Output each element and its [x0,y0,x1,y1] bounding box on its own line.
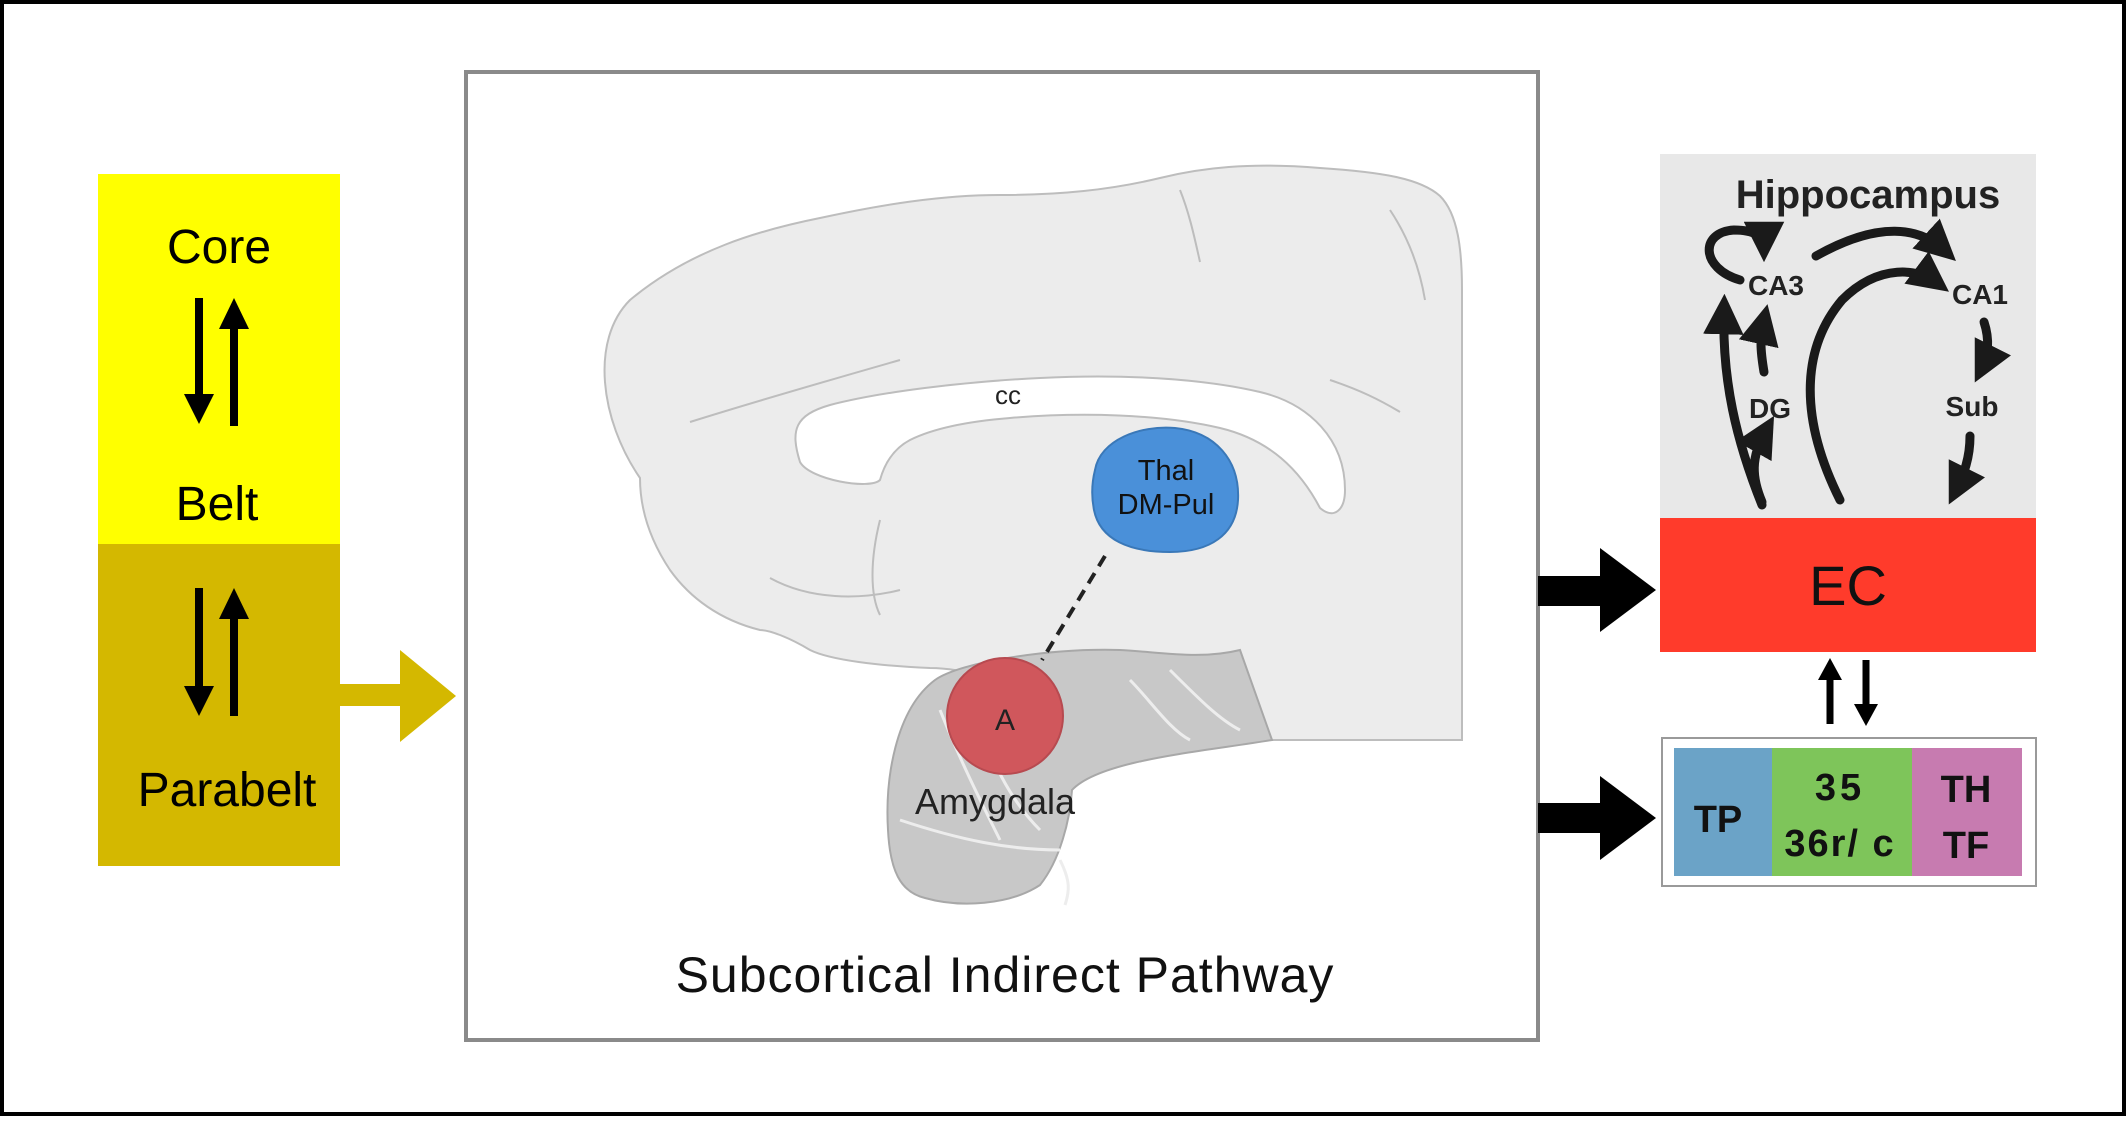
ec-cortex-arrows [1818,658,1878,726]
thalamus-blob [1091,426,1240,554]
core-belt-box [98,174,340,544]
th-label: TH [1941,769,1992,811]
right-arrow-icon [1600,548,1656,632]
core-label: Core [167,221,271,274]
thal-label-line1: Thal [1138,455,1194,487]
area-35-label: 35 [1815,767,1865,809]
amygdala-label: Amygdala [915,781,1076,822]
area-35-36-box [1772,748,1912,876]
ec-box [1660,518,2036,652]
auditory-column: Core Belt Parabelt [98,174,456,866]
ec-label: EC [1809,554,1887,617]
brain-to-cortex-arrow [1538,776,1656,860]
ec-to-ca3-arrow [1703,293,1767,510]
belt-parabelt-arrows [184,588,249,716]
parabelt-box [98,544,340,866]
area-36-label: 36r/ c [1784,823,1895,865]
hippocampal-circuit-arrows [1703,218,2011,510]
amygdala-circle [946,657,1064,775]
right-arrow-icon [400,650,456,742]
down-arrow-icon [184,686,214,716]
brain-to-ec-arrow [1538,548,1656,632]
ca1-to-sub-arrow [1974,317,2011,383]
tp-label: TP [1694,799,1743,841]
panel-caption: Subcortical Indirect Pathway [676,947,1335,1003]
down-arrow-icon [184,394,214,424]
tp-box [1674,748,1772,876]
up-arrow-icon [219,298,249,329]
ca1-label: CA1 [1952,279,2008,310]
ca3-recurrent-arrow [1704,221,1785,285]
dg-to-ca3-arrow [1738,304,1779,377]
up-arrow-icon [219,588,249,619]
belt-label: Belt [176,478,259,531]
ca3-to-ca1-arrow [1811,218,1956,261]
cc-label: cc [995,380,1021,410]
th-tf-box [1912,748,2022,876]
thal-amygdala-dashed-link [1040,554,1107,662]
down-arrow-icon [1854,704,1878,726]
ec-to-ca1-arrow [1805,251,1949,505]
dg-label: DG [1749,393,1791,424]
brain-panel: A Amygdala Thal DM-Pul cc Subcortical In… [464,70,1540,1042]
parabelt-label: Parabelt [138,764,317,817]
hippocampus-panel: Hippocampus CA3 CA1 DG Sub EC [1660,154,2036,652]
sub-label: Sub [1946,391,1999,422]
sub-to-ec-arrow [1948,431,1985,505]
thal-label-line2: DM-Pul [1118,489,1215,521]
core-belt-arrows [184,298,249,426]
tf-label: TF [1943,825,1989,867]
right-arrow-icon [1600,776,1656,860]
corpus-callosum [794,375,1347,515]
cortex-panel: TP 35 36r/ c TH TF [1661,737,2037,887]
amygdala-abbrev: A [995,704,1015,737]
hippocampus-title: Hippocampus [1736,173,2000,217]
up-arrow-icon [1818,658,1842,680]
ca3-label: CA3 [1748,270,1804,301]
parabelt-to-brain-arrow [340,650,456,742]
brain-outline [603,164,1463,742]
